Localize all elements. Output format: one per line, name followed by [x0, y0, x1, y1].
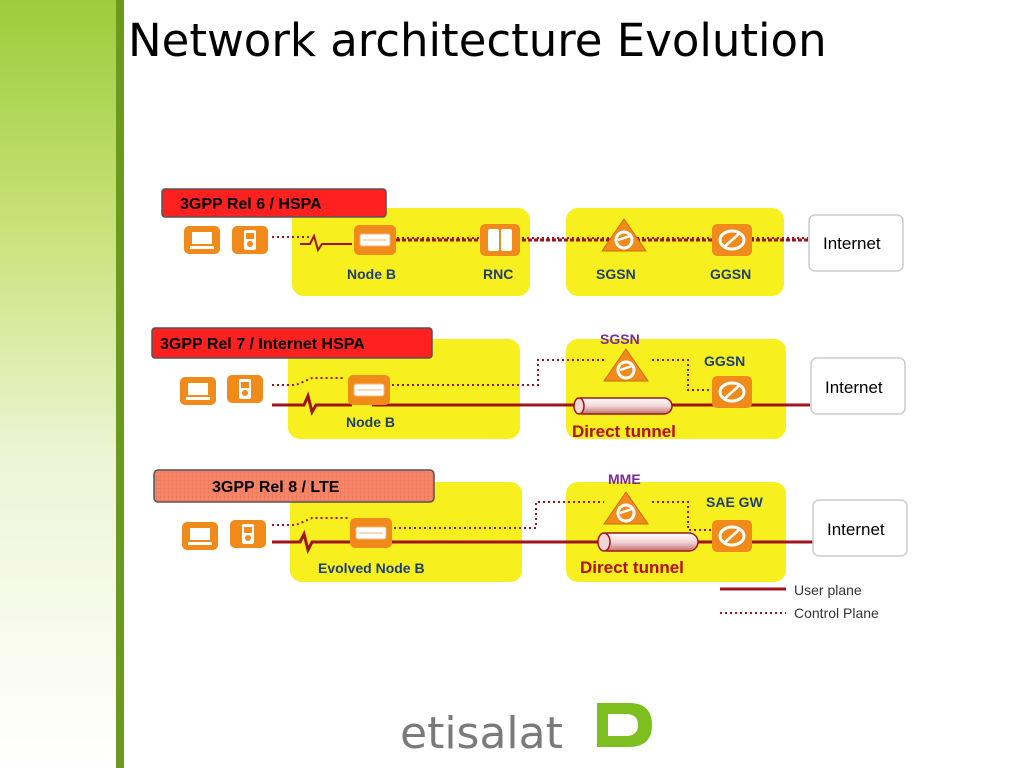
ggsn-icon — [710, 222, 754, 258]
radio-link — [272, 391, 352, 416]
node-label: GGSN — [704, 353, 745, 369]
release-label: 3GPP Rel 6 / HSPA — [180, 196, 322, 213]
row-rel8: Evolved Node B MME SAE GW Direct tunnel … — [153, 469, 908, 582]
panel-access — [290, 482, 522, 582]
ggsn-icon — [710, 374, 754, 410]
node-label: SGSN — [596, 266, 636, 282]
node-label: SAE GW — [706, 494, 764, 510]
legend-control-plane: Control Plane — [794, 605, 879, 621]
left-decorative-band — [0, 0, 122, 768]
node-label: Evolved Node B — [318, 560, 425, 576]
control-plane-line — [652, 359, 712, 391]
tunnel-label: Direct tunnel — [580, 558, 684, 577]
etisalat-logo: etisalat — [400, 703, 652, 759]
internet-label: Internet — [827, 520, 885, 539]
laptop-icon — [184, 226, 220, 254]
phone-icon — [230, 520, 266, 548]
etisalat-wordmark: etisalat — [400, 708, 563, 759]
node-label: RNC — [483, 266, 513, 282]
node-label: Node B — [346, 414, 395, 430]
slide-title: Network architecture Evolution — [128, 14, 827, 67]
control-plane-line — [372, 359, 604, 386]
left-divider-line — [116, 0, 124, 768]
laptop-icon — [182, 522, 218, 550]
etisalat-logo-icon — [597, 703, 652, 747]
ggsn-icon — [710, 518, 754, 554]
legend-user-plane: User plane — [794, 582, 862, 598]
internet-label: Internet — [825, 378, 883, 397]
release-label: 3GPP Rel 7 / Internet HSPA — [160, 336, 365, 353]
release-label: 3GPP Rel 8 / LTE — [212, 479, 340, 496]
control-plane-line — [652, 501, 712, 531]
rnc-icon — [480, 224, 520, 256]
laptop-icon — [180, 377, 216, 405]
tunnel-label: Direct tunnel — [572, 422, 676, 441]
release-tag — [161, 188, 387, 218]
phone-icon — [227, 375, 263, 403]
row-rel6: Node B RNC SGSN GGSN Internet 3GPP Rel 6… — [161, 188, 904, 296]
panel-access — [288, 339, 520, 439]
control-plane-line — [272, 517, 348, 526]
node-b-icon — [353, 224, 397, 256]
row-rel7: Node B SGSN GGSN Direct tunnel Internet … — [151, 327, 906, 441]
tunnel-icon — [573, 397, 673, 415]
release-tag — [153, 469, 435, 503]
node-label: SGSN — [600, 331, 640, 347]
node-b-icon — [347, 374, 391, 406]
node-label: Node B — [347, 266, 396, 282]
control-plane-line — [374, 501, 604, 529]
node-label: MME — [608, 471, 641, 487]
panel-access — [292, 208, 530, 296]
tunnel-icon — [597, 532, 699, 552]
phone-icon — [232, 226, 268, 254]
node-label: GGSN — [710, 266, 751, 282]
radio-link — [272, 529, 352, 555]
internet-label: Internet — [823, 234, 881, 253]
node-b-icon — [349, 517, 393, 549]
radio-link — [300, 233, 352, 253]
control-plane-line — [272, 377, 344, 386]
legend: User plane Control Plane — [720, 582, 879, 621]
release-tag — [151, 327, 433, 359]
